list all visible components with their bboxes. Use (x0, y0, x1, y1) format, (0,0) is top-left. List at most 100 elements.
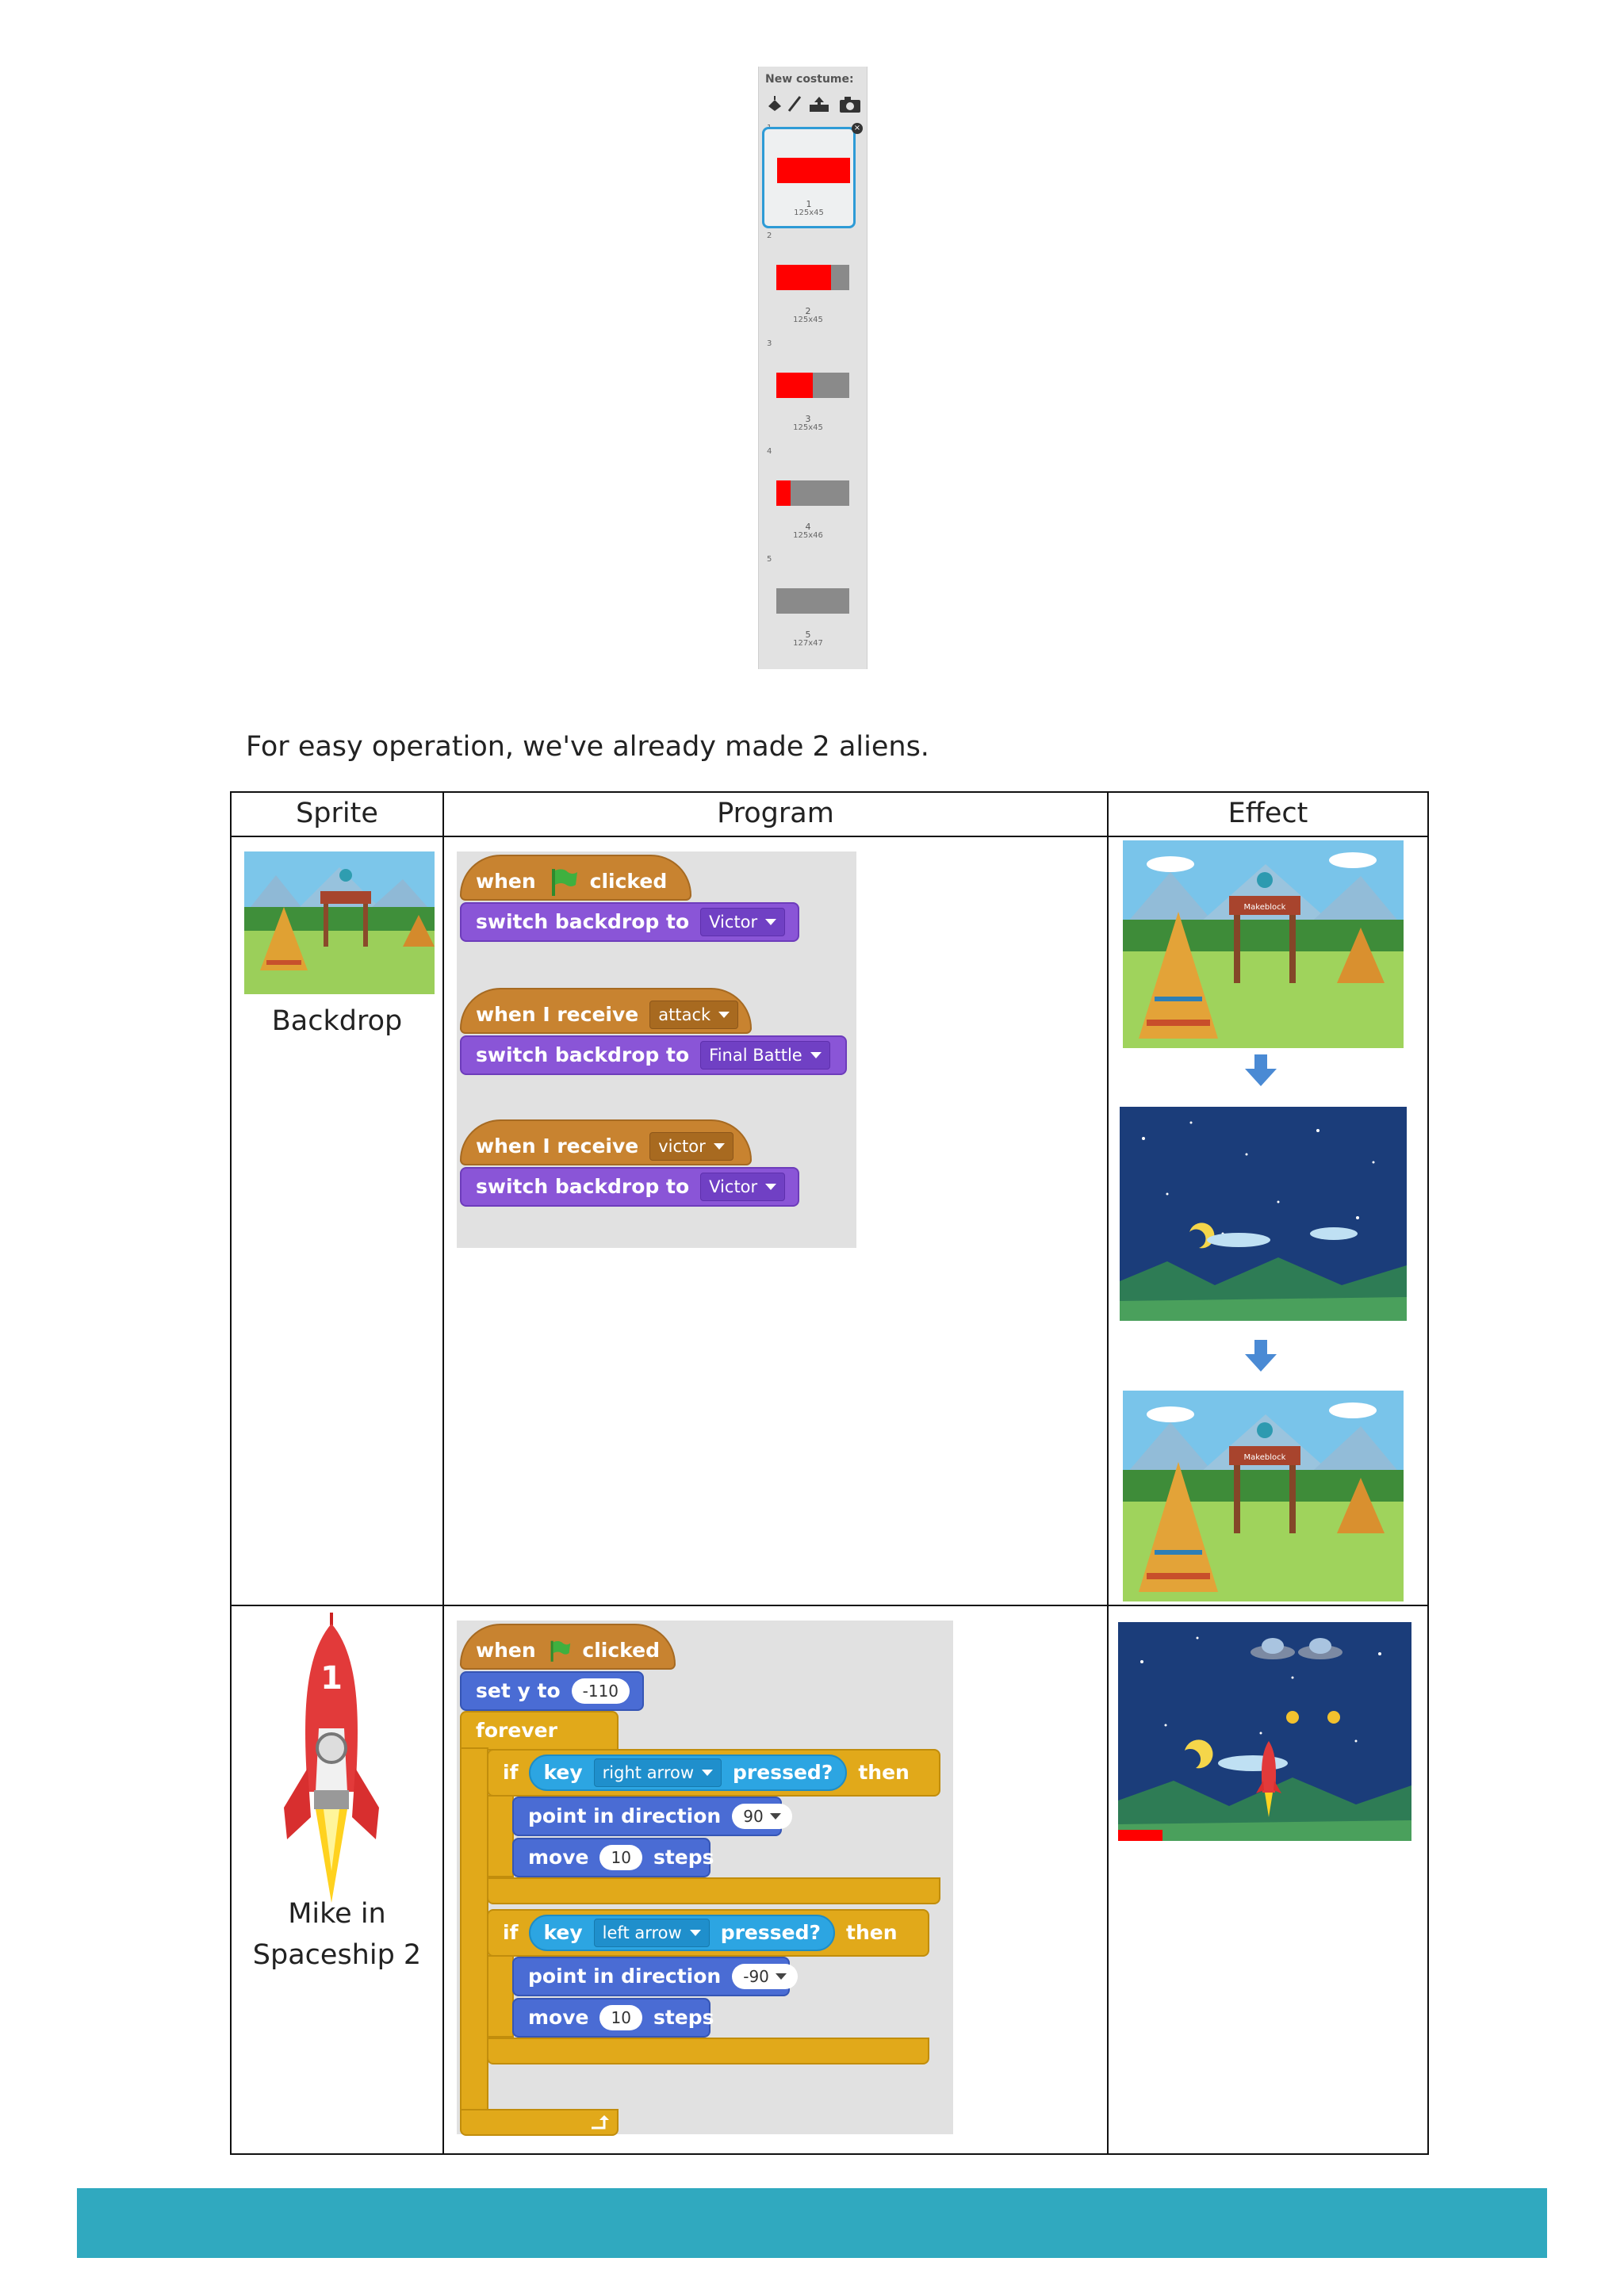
chevron-down-icon (713, 1143, 725, 1150)
table-row-divider (230, 1605, 1429, 1606)
new-costume-label: New costume: (765, 73, 854, 86)
costume-item[interactable]: 11125x45× (759, 123, 867, 230)
health-bar-costume (777, 158, 850, 183)
key-label: key (543, 1921, 583, 1944)
dropdown-value: right arrow (602, 1763, 695, 1782)
costume-index: 4 (767, 447, 772, 456)
if-label: if (503, 1921, 519, 1944)
table-border-top (230, 791, 1429, 793)
table-border-right (1427, 791, 1429, 2155)
costume-index: 3 (767, 339, 772, 348)
costume-name: 3 (805, 414, 811, 424)
green-flag-icon (551, 869, 577, 896)
switch-backdrop-block[interactable]: switch backdrop to Final Battle (460, 1035, 847, 1075)
if-foot (487, 2038, 929, 2064)
when-flag-clicked-block[interactable]: when clicked (460, 855, 691, 901)
switch-backdrop-block[interactable]: switch backdrop to Victor (460, 902, 799, 942)
message-dropdown[interactable]: attack (649, 1001, 739, 1029)
dropdown-value: 90 (743, 1807, 764, 1826)
arrow-down-icon (1243, 1338, 1278, 1373)
arrow-down-icon (1243, 1053, 1278, 1088)
ufo-icon (1251, 1638, 1295, 1659)
set-y-block[interactable]: set y to -110 (460, 1671, 644, 1711)
if-key-pressed-block[interactable]: if key right arrow pressed? then (487, 1749, 940, 1797)
move-steps-block[interactable]: move 10 steps (512, 1998, 714, 2038)
when-i-receive-block[interactable]: when I receive attack (460, 988, 752, 1034)
header-effect: Effect (1228, 798, 1308, 829)
costume-size: 125x46 (793, 531, 823, 540)
block-text: switch backdrop to (476, 910, 690, 933)
header-sprite: Sprite (296, 798, 378, 829)
backdrop-dropdown[interactable]: Victor (700, 908, 786, 936)
chevron-down-icon (718, 1012, 730, 1018)
forever-foot (460, 2109, 619, 2136)
table-border-left (230, 791, 232, 2155)
switch-backdrop-block[interactable]: switch backdrop to Victor (460, 1167, 799, 1207)
key-pressed-condition[interactable]: key left arrow pressed? (529, 1915, 835, 1951)
direction-dropdown[interactable]: -90 (732, 1964, 798, 1989)
block-text: set y to (476, 1679, 561, 1702)
camera-icon[interactable] (840, 97, 860, 113)
hat-label-clicked: clicked (582, 1639, 660, 1662)
then-label: then (858, 1761, 910, 1784)
health-bar-fill (776, 373, 813, 398)
paint-icon[interactable] (768, 96, 781, 111)
point-in-direction-block[interactable]: point in direction 90 (512, 1797, 792, 1836)
direction-dropdown[interactable]: 90 (732, 1804, 792, 1829)
footer-bar (77, 2188, 1547, 2258)
key-dropdown[interactable]: left arrow (593, 1919, 710, 1947)
effect-image-final-battle (1120, 1107, 1407, 1321)
if-key-pressed-block[interactable]: if key left arrow pressed? then (487, 1909, 929, 1957)
chevron-down-icon (810, 1052, 822, 1058)
hat-label: when I receive (476, 1003, 639, 1026)
move-label: move (528, 2006, 589, 2029)
svg-text:1: 1 (320, 1660, 343, 1697)
steps-input[interactable]: 10 (599, 2005, 642, 2030)
when-flag-clicked-block[interactable]: when clicked (460, 1624, 676, 1670)
rocket-icon (1256, 1741, 1281, 1817)
brush-icon[interactable] (787, 96, 802, 112)
point-in-direction-block[interactable]: point in direction -90 (512, 1957, 798, 1996)
health-bar-costume (776, 588, 849, 614)
key-dropdown[interactable]: right arrow (593, 1758, 722, 1787)
if-arm (487, 1795, 514, 1877)
y-value-input[interactable]: -110 (571, 1678, 630, 1704)
pressed-label: pressed? (733, 1761, 833, 1784)
forever-block[interactable]: forever (460, 1711, 619, 1751)
effect-image-victor-backdrop-return: Makeblock (1123, 1391, 1404, 1601)
delete-costume-icon[interactable]: × (852, 123, 863, 134)
key-pressed-condition[interactable]: key right arrow pressed? (529, 1755, 848, 1791)
move-steps-block[interactable]: move 10 steps (512, 1838, 714, 1877)
ufo-icon (1298, 1638, 1342, 1659)
hat-label-when: when (476, 870, 536, 893)
dropdown-value: victor (658, 1137, 706, 1156)
table-col-divider-1 (442, 791, 444, 2155)
hat-label: when I receive (476, 1135, 639, 1158)
when-i-receive-block[interactable]: when I receive victor (460, 1119, 752, 1165)
loop-arrow-icon (592, 2115, 609, 2130)
gate-sign-text: Makeblock (1244, 903, 1286, 912)
backdrop-dropdown[interactable]: Victor (700, 1173, 786, 1201)
health-bar-fill (777, 158, 850, 183)
steps-input[interactable]: 10 (599, 1845, 642, 1870)
gate-sign-text: Makeblock (1244, 1453, 1286, 1462)
message-dropdown[interactable]: victor (649, 1132, 733, 1161)
costume-panel: New costume: 11125x45×22125x4533125x4544… (758, 67, 868, 669)
upload-icon[interactable] (810, 97, 829, 112)
health-bar (1118, 1830, 1162, 1841)
backdrop-dropdown[interactable]: Final Battle (700, 1041, 830, 1070)
chevron-down-icon (765, 919, 777, 925)
block-text: switch backdrop to (476, 1043, 690, 1066)
sprite-name-backdrop: Backdrop (271, 1005, 403, 1037)
chevron-down-icon (769, 1813, 781, 1820)
dropdown-value: Final Battle (709, 1046, 802, 1065)
